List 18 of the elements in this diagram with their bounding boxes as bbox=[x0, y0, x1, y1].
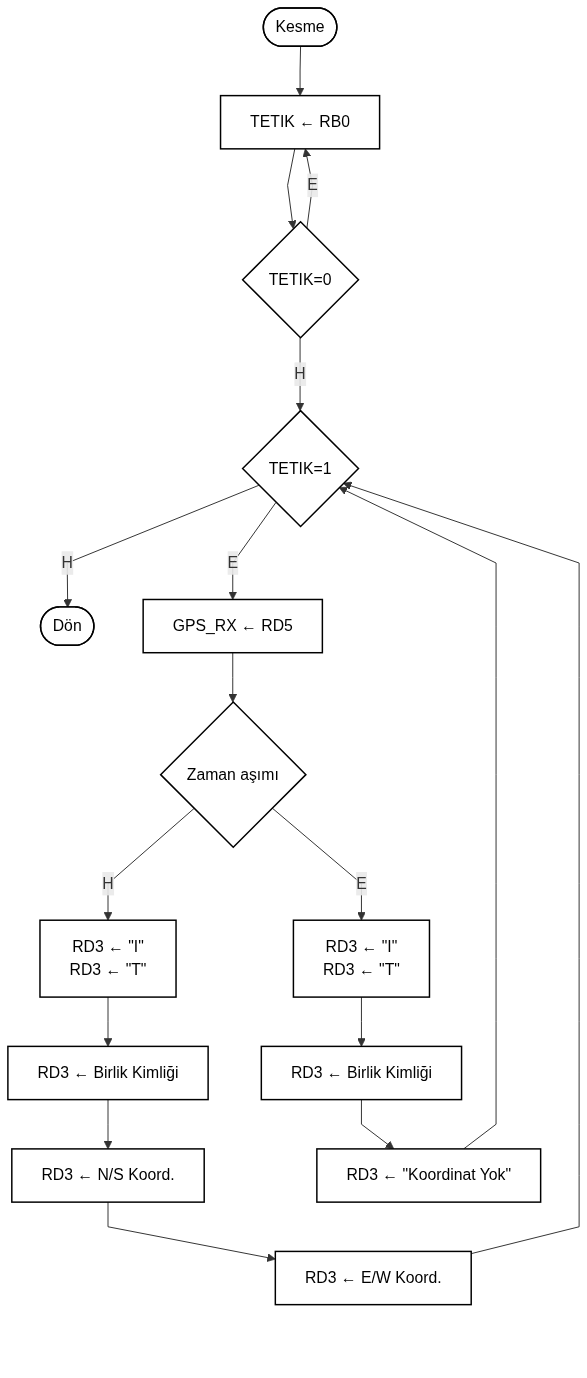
node-box: RD3 ← Birlik Kimliği bbox=[7, 1045, 209, 1101]
node-box: RD3 ← N/S Koord. bbox=[11, 1148, 205, 1203]
node-box: RD3 ← Birlik Kimliği bbox=[260, 1045, 463, 1101]
edge-label: H bbox=[294, 365, 306, 383]
node-diamond: Zaman aşımı bbox=[159, 700, 307, 849]
node-diamond: TETIK=1 bbox=[241, 409, 360, 528]
edge-label: H bbox=[61, 554, 73, 571]
node-diamond: TETIK=0 bbox=[241, 220, 360, 339]
node-box: RD3 ← "I" RD3 ← "T" bbox=[292, 919, 431, 998]
node-box: RD3 ← E/W Koord. bbox=[274, 1250, 472, 1306]
node-box: RD3 ← "Koordinat Yok" bbox=[316, 1148, 542, 1203]
edge-label: E bbox=[227, 554, 239, 571]
edge-label: E bbox=[356, 874, 367, 892]
node-box: GPS_RX ← RD5 bbox=[142, 598, 324, 654]
edge-label: E bbox=[307, 176, 318, 194]
edge-label: H bbox=[102, 874, 114, 892]
node-box: RD3 ← "I" RD3 ← "T" bbox=[39, 919, 177, 998]
node-box: TETIK ← RB0 bbox=[219, 94, 381, 150]
